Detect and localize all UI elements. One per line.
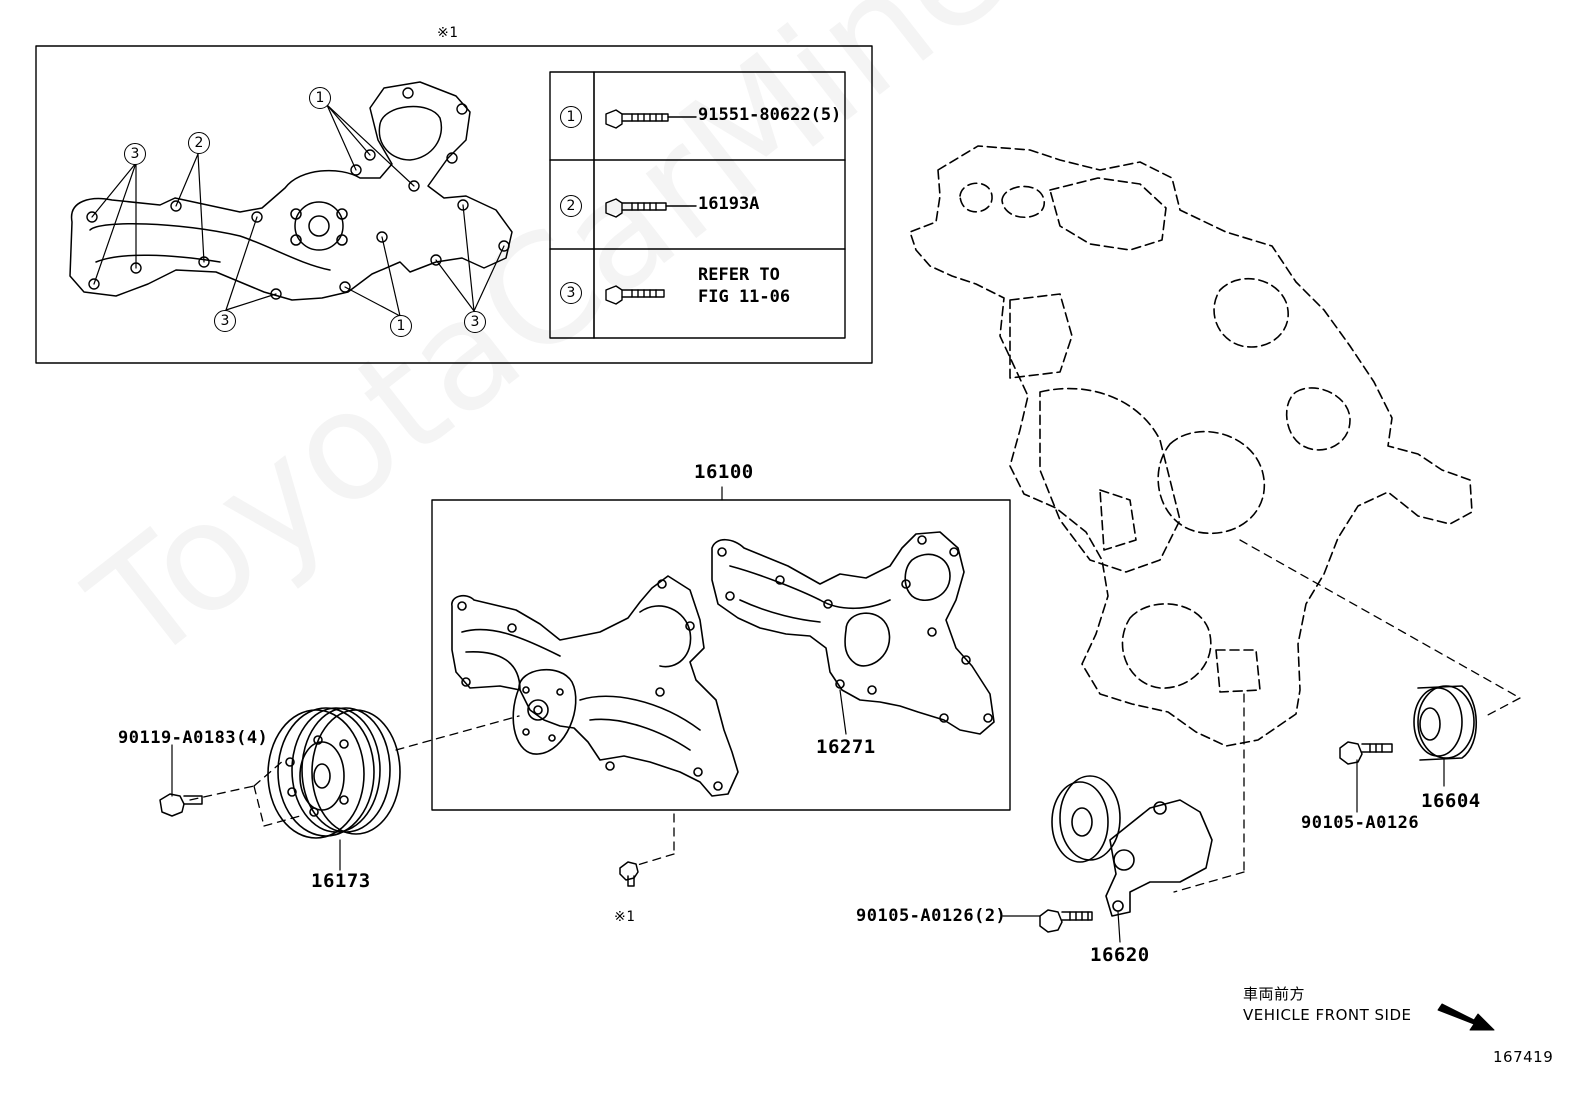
legend-part-2: 16193A: [698, 194, 760, 214]
legend-bolt-icon-3: [605, 285, 665, 305]
label-bolt-ref-mark: ※1: [614, 909, 636, 925]
callout-1-bottom: 1: [390, 315, 412, 337]
inset-frame: [35, 45, 873, 364]
legend-part-3-line1: REFER TO: [698, 265, 780, 285]
legend-bolt-icon-1: [605, 109, 697, 129]
label-gasket: 16271: [816, 736, 876, 758]
idler-bolt: [1339, 741, 1393, 765]
gasket-outline: [711, 531, 995, 735]
figure-number: 167419: [1493, 1048, 1554, 1066]
label-pulley-bolt: 90119-A0183(4): [118, 728, 269, 748]
label-idler-bolt: 90105-A0126: [1301, 813, 1420, 833]
small-bolt: [619, 861, 639, 887]
label-water-pump-assy: 16100: [694, 461, 754, 483]
label-leaders: [171, 689, 1445, 943]
callout-3-bottom-left: 3: [214, 310, 236, 332]
legend-part-1: 91551-80622(5): [698, 105, 842, 125]
orientation-label-en: VEHICLE FRONT SIDE: [1243, 1006, 1412, 1024]
label-tensioner: 16620: [1090, 944, 1150, 966]
pulley: [267, 707, 401, 839]
front-direction-arrow: [1437, 1003, 1495, 1031]
tensioner-bolt: [1039, 909, 1093, 933]
tensioner-assy: [1051, 775, 1213, 917]
label-pulley: 16173: [311, 870, 371, 892]
water-pump-body: [451, 575, 739, 797]
idler-pulley: [1413, 685, 1478, 761]
callout-3-right: 3: [464, 311, 486, 333]
inset-water-pump-outline: [69, 81, 513, 301]
timing-cover-outline: [909, 145, 1473, 747]
inset-leader-lines: [91, 104, 505, 317]
callout-3-left: 3: [124, 143, 146, 165]
callout-1-top: 1: [309, 87, 331, 109]
legend-callout-3: 3: [560, 282, 582, 304]
label-idler: 16604: [1421, 790, 1481, 812]
callout-2: 2: [188, 132, 210, 154]
mounting-leader-dashes: [189, 539, 1521, 893]
legend-table: [549, 71, 846, 339]
orientation-label-jp: 車両前方: [1243, 985, 1306, 1003]
legend-part-3-line2: FIG 11-06: [698, 287, 791, 307]
legend-callout-2: 2: [560, 195, 582, 217]
pulley-bolt: [159, 793, 203, 817]
legend-callout-1: 1: [560, 106, 582, 128]
inset-title-mark: ※1: [437, 25, 459, 41]
inset-bolt-holes: [86, 87, 510, 300]
label-tensioner-bolt: 90105-A0126(2): [856, 906, 1007, 926]
legend-bolt-icon-2: [605, 198, 697, 218]
water-pump-assy-frame: [431, 499, 1011, 811]
